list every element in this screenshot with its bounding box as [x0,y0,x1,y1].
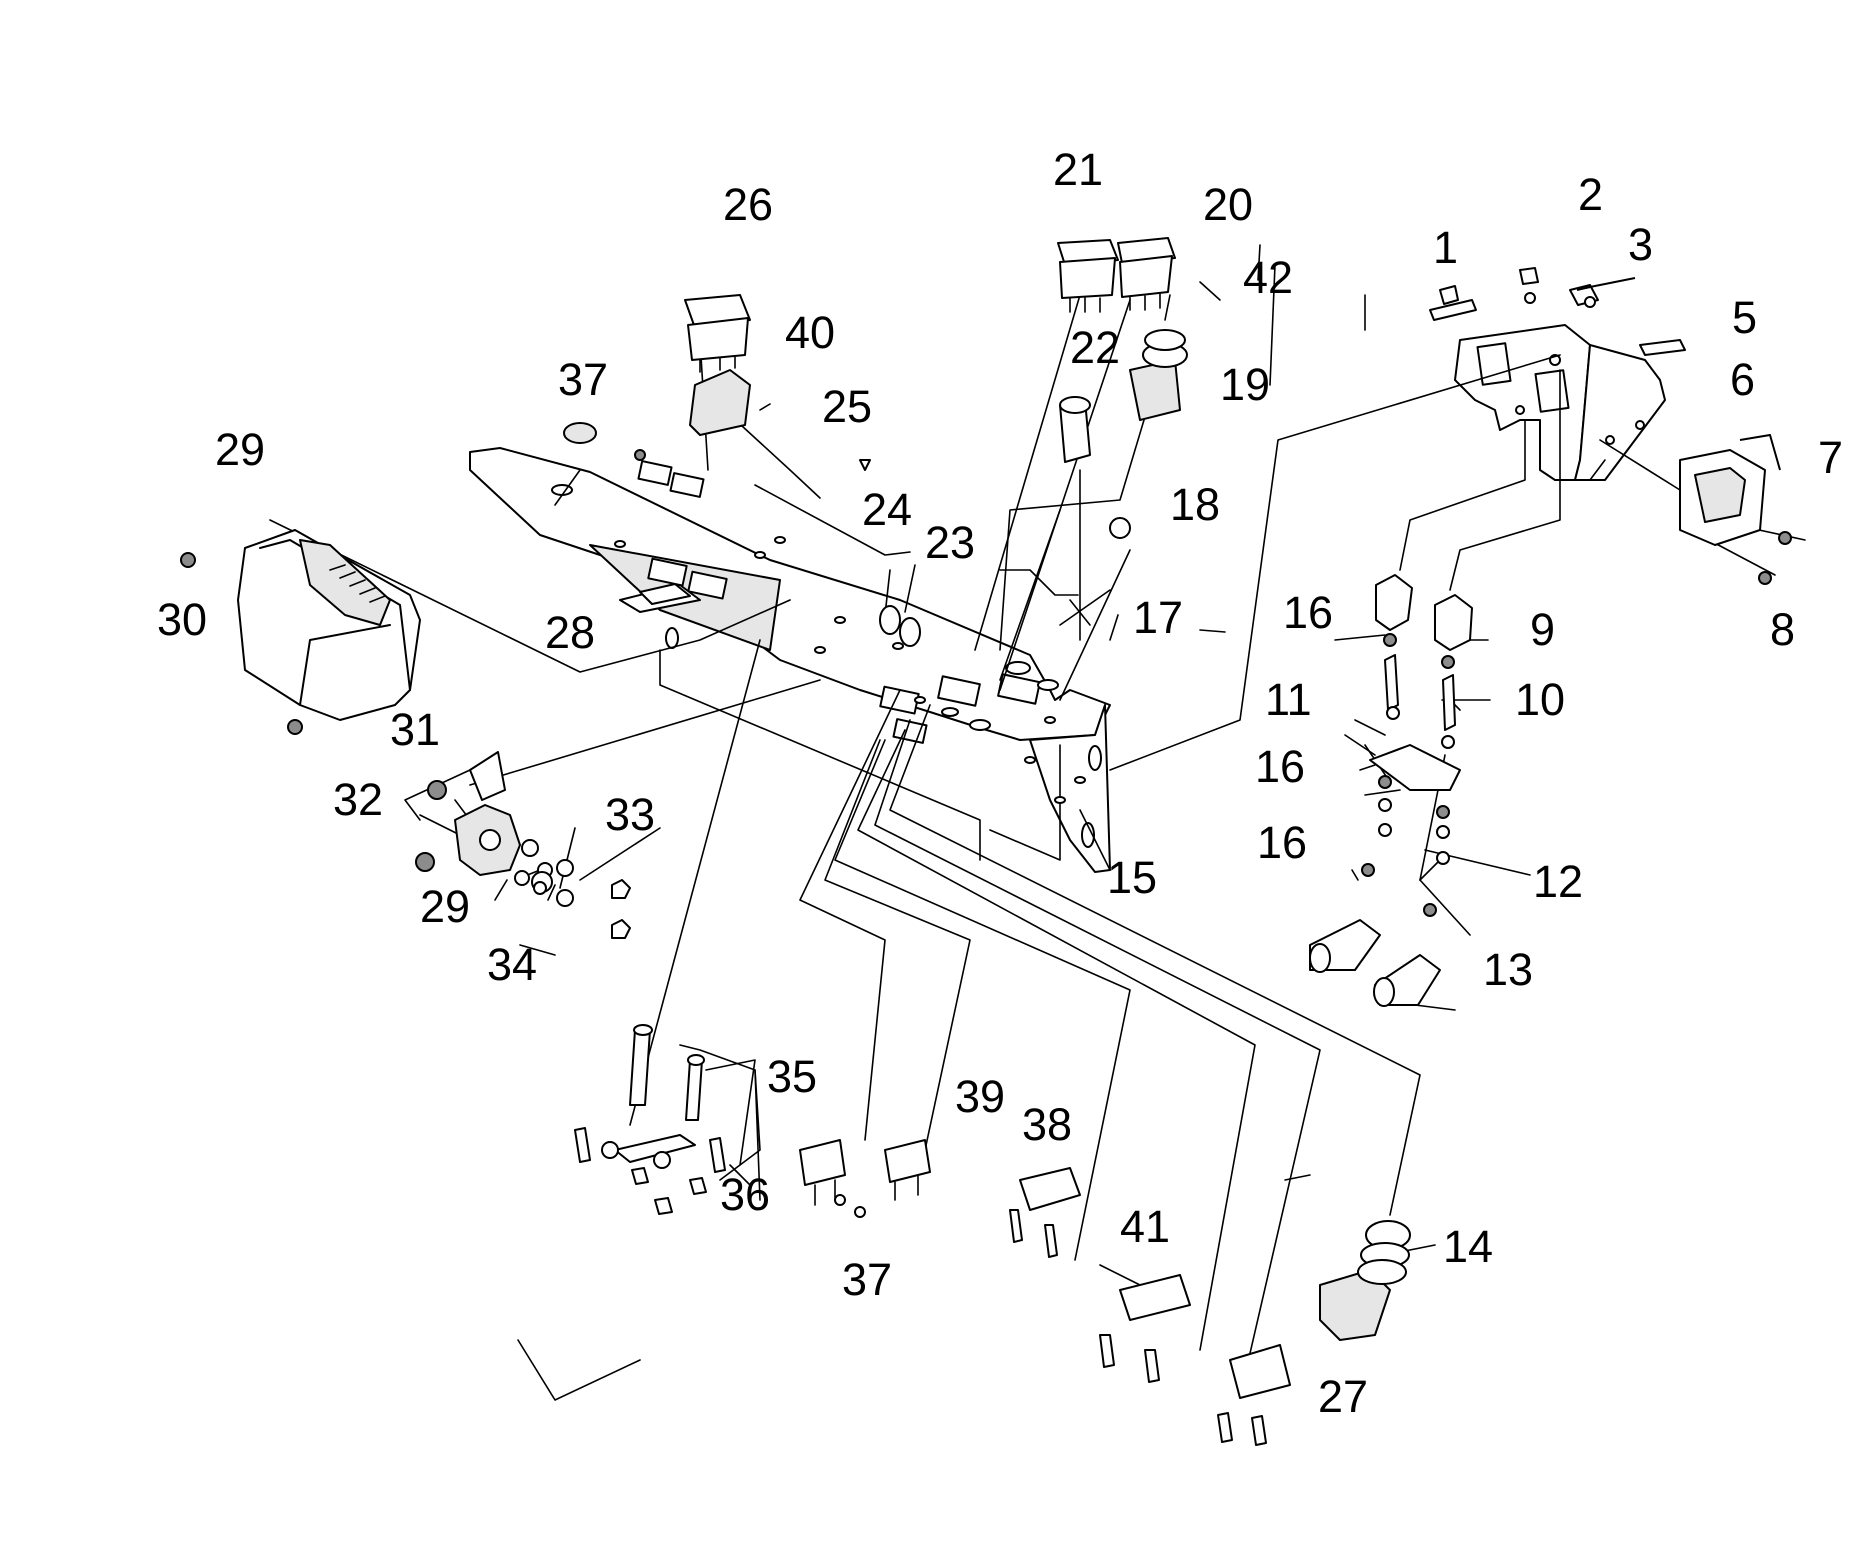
callout-25: 25 [822,381,872,432]
callout-1: 1 [1433,222,1458,273]
callout-40: 40 [785,307,835,358]
connector-block [1429,267,1792,585]
switch-group-top [1057,237,1176,313]
callout-21: 21 [1053,144,1103,195]
callout-18: 18 [1170,479,1220,530]
callout-35: 35 [767,1051,817,1102]
callout-2: 2 [1578,169,1603,220]
callout-20: 20 [1203,179,1253,230]
callout-5: 5 [1732,292,1757,343]
callout-9: 9 [1530,604,1555,655]
callout-16-b: 16 [1255,741,1305,792]
spacer-stack [1309,574,1473,1007]
callout-34: 34 [487,939,537,990]
callout-33: 33 [605,789,655,840]
callout-7: 7 [1818,432,1843,483]
callout-26: 26 [723,179,773,230]
callout-42: 42 [1243,252,1293,303]
callout-11: 11 [1265,674,1312,725]
callout-13: 13 [1483,944,1533,995]
callout-3: 3 [1628,219,1653,270]
callout-36: 36 [720,1169,770,1220]
callout-31: 31 [390,704,440,755]
callout-14: 14 [1443,1221,1493,1272]
callout-16-a: 16 [1283,587,1333,638]
solenoid-assembly [415,751,631,939]
callout-38: 38 [1022,1099,1072,1150]
callout-29-a: 29 [215,424,265,475]
callout-labels: 1 2 3 5 6 7 8 9 10 11 12 13 14 15 16 16 … [157,144,1843,1422]
key-switch [1059,294,1188,539]
callout-19: 19 [1220,359,1270,410]
callout-10: 10 [1515,674,1565,725]
callout-8: 8 [1770,604,1795,655]
callout-29-b: 29 [420,881,470,932]
callout-27: 27 [1318,1371,1368,1422]
leader-lines [269,244,1806,1401]
main-panel [469,447,1111,873]
callout-30: 30 [157,594,207,645]
callout-12: 12 [1533,856,1583,907]
callout-39: 39 [955,1071,1005,1122]
callout-22: 22 [1070,322,1120,373]
battery-cover [180,529,421,735]
callout-37-a: 37 [558,354,608,405]
callout-28: 28 [545,607,595,658]
bottom-parts [574,1024,1411,1446]
callout-24: 24 [862,484,912,535]
callout-32: 32 [333,774,383,825]
callout-23: 23 [925,517,975,568]
indicator-lamps [859,459,921,647]
callout-6: 6 [1730,354,1755,405]
callout-37-b: 37 [842,1254,892,1305]
callout-16-c: 16 [1257,817,1307,868]
callout-17: 17 [1133,592,1183,643]
callout-15: 15 [1107,852,1157,903]
switch-group-left [563,294,771,613]
callout-41: 41 [1120,1201,1170,1252]
